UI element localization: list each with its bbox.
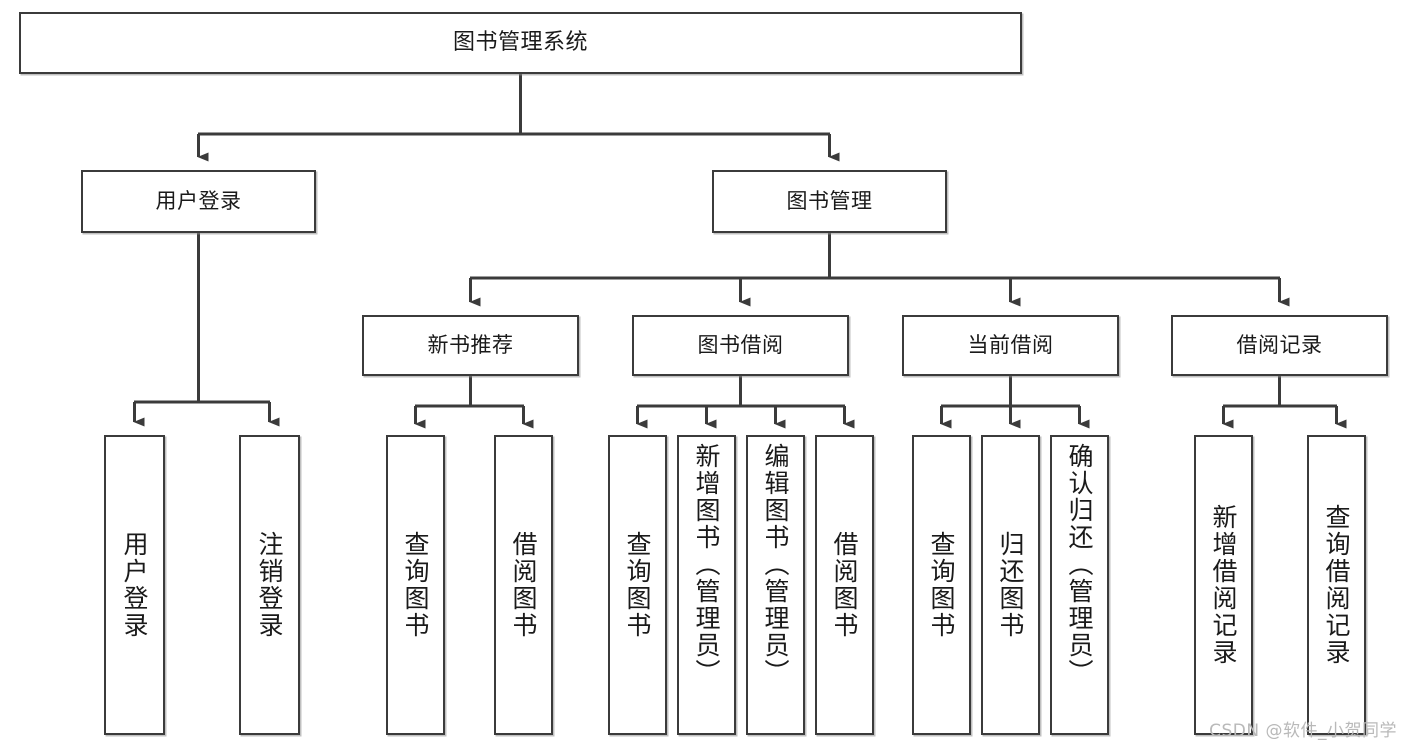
leaf-borrow-books-recommend-label: 借阅图书	[509, 531, 538, 639]
node-borrow-records[interactable]: 借阅记录	[1171, 315, 1388, 376]
leaf-return-book-label: 归还图书	[996, 531, 1025, 639]
leaf-edit-book-admin[interactable]: 编辑图书（管理员）	[746, 435, 805, 735]
node-user-login-label: 用户登录	[155, 189, 242, 214]
node-book-borrow[interactable]: 图书借阅	[632, 315, 849, 376]
leaf-query-books-recommend-label: 查询图书	[401, 531, 430, 639]
watermark: CSDN @软件_小贺同学	[1209, 721, 1397, 741]
leaf-logout-label: 注销登录	[255, 531, 284, 639]
node-book-borrow-label: 图书借阅	[697, 333, 784, 358]
leaf-borrow-books-recommend[interactable]: 借阅图书	[494, 435, 553, 735]
leaf-query-borrow-record-label: 查询借阅记录	[1322, 504, 1351, 666]
leaf-query-borrow-record[interactable]: 查询借阅记录	[1307, 435, 1366, 735]
leaf-add-book-admin-label: 新增图书（管理员）	[692, 443, 721, 686]
leaf-query-books-current-label: 查询图书	[927, 531, 956, 639]
node-root-label: 图书管理系统	[452, 30, 588, 56]
leaf-add-book-admin[interactable]: 新增图书（管理员）	[677, 435, 736, 735]
node-current-borrow-label: 当前借阅	[967, 333, 1054, 358]
node-borrow-records-label: 借阅记录	[1236, 333, 1323, 358]
node-book-management[interactable]: 图书管理	[712, 170, 947, 233]
leaf-add-borrow-record-label: 新增借阅记录	[1209, 504, 1238, 666]
leaf-edit-book-admin-label: 编辑图书（管理员）	[761, 443, 790, 686]
leaf-borrow-book-label: 借阅图书	[830, 531, 859, 639]
node-current-borrow[interactable]: 当前借阅	[902, 315, 1119, 376]
leaf-user-login[interactable]: 用户登录	[104, 435, 165, 735]
leaf-query-books-recommend[interactable]: 查询图书	[386, 435, 445, 735]
leaf-confirm-return-admin[interactable]: 确认归还（管理员）	[1050, 435, 1109, 735]
leaf-return-book[interactable]: 归还图书	[981, 435, 1040, 735]
leaf-logout[interactable]: 注销登录	[239, 435, 300, 735]
leaf-query-books-borrow[interactable]: 查询图书	[608, 435, 667, 735]
node-new-book-recommend[interactable]: 新书推荐	[362, 315, 579, 376]
leaf-user-login-label: 用户登录	[120, 531, 149, 639]
node-new-book-recommend-label: 新书推荐	[427, 333, 514, 358]
node-user-login[interactable]: 用户登录	[81, 170, 316, 233]
leaf-query-books-current[interactable]: 查询图书	[912, 435, 971, 735]
node-root-system[interactable]: 图书管理系统	[19, 12, 1022, 74]
leaf-add-borrow-record[interactable]: 新增借阅记录	[1194, 435, 1253, 735]
leaf-confirm-return-admin-label: 确认归还（管理员）	[1065, 443, 1094, 686]
leaf-query-books-borrow-label: 查询图书	[623, 531, 652, 639]
node-book-management-label: 图书管理	[786, 189, 873, 214]
leaf-borrow-book[interactable]: 借阅图书	[815, 435, 874, 735]
